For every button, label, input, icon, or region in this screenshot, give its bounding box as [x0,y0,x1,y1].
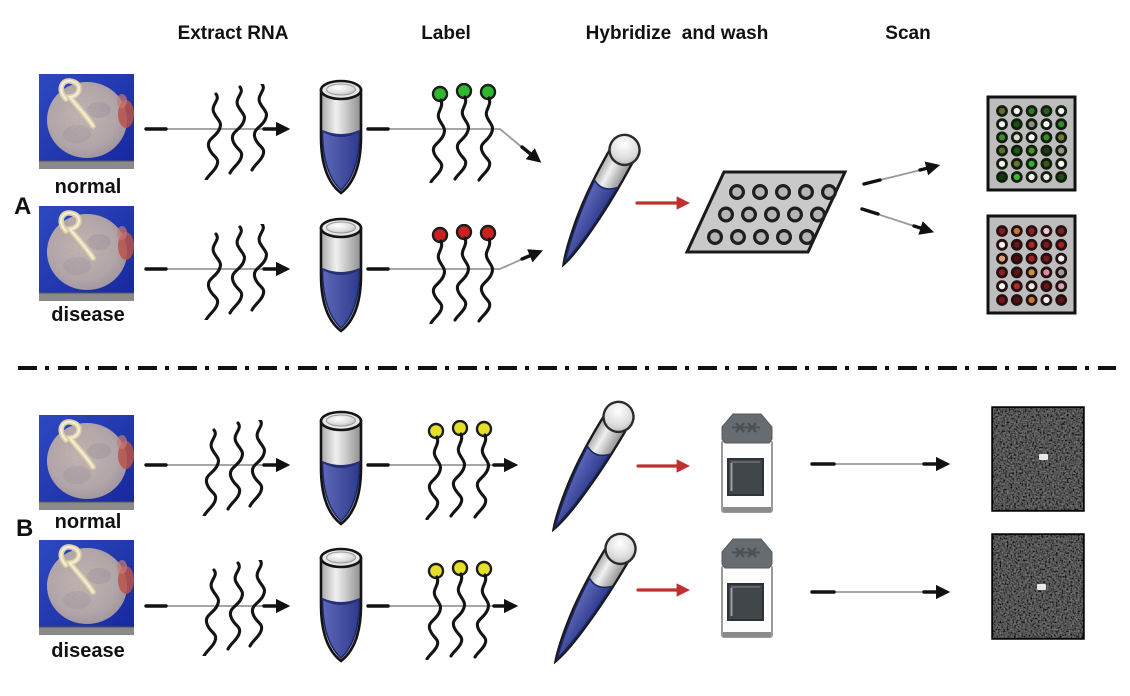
step-header-label: Label [421,23,471,44]
panel-b-letter: B [16,515,33,542]
scan-bright-spot [1037,584,1046,590]
labeled-rna-yellow-disease [427,561,491,659]
gene-chip-b-disease [720,537,774,639]
labeled-rna-yellow-normal [427,421,491,519]
tube-b-disease [319,547,363,663]
rna-strands-b-normal [204,420,264,516]
scan-dots-red [996,225,1068,306]
sample-label-a-normal: normal [55,176,122,198]
scan-bright-spot [1039,454,1048,460]
tube-a-disease [319,217,363,333]
microarray-spots [707,184,837,245]
arrow-label-a-normal [366,127,542,163]
tilted-tube-a [549,128,647,273]
rna-strands-b-disease [204,560,264,656]
arrow-scan-a-red [860,207,935,235]
arrow-scan-a-green [862,161,941,186]
tilted-tube-b-normal [539,395,641,539]
panel-a-letter: A [14,193,31,220]
scan-dots-green [996,105,1068,183]
gene-chip-b-normal [720,412,774,514]
chip-scan-b-disease [991,533,1085,640]
rna-strands-a-disease [206,224,266,320]
tube-a-normal [319,79,363,195]
arrow-label-a-disease [366,249,543,271]
tissue-image-a-disease [39,206,134,301]
chip-scan-b-normal [991,406,1085,512]
tissue-image-b-disease [39,540,134,635]
tilted-tube-b-disease [541,527,643,671]
tissue-image-a-normal [39,74,134,169]
tissue-image-b-normal [39,415,134,510]
step-header-scan: Scan [885,23,930,44]
labeled-rna-green [431,84,495,182]
sample-label-b-normal: normal [55,511,122,533]
step-header-extract-rna: Extract RNA [178,23,289,44]
tube-b-normal [319,410,363,526]
labeled-rna-red [431,225,495,323]
rna-strands-a-normal [206,84,266,180]
sample-label-a-disease: disease [51,304,124,326]
step-header-hybridize-and-wash: Hybridize and wash [586,23,769,44]
sample-label-b-disease: disease [51,640,124,662]
